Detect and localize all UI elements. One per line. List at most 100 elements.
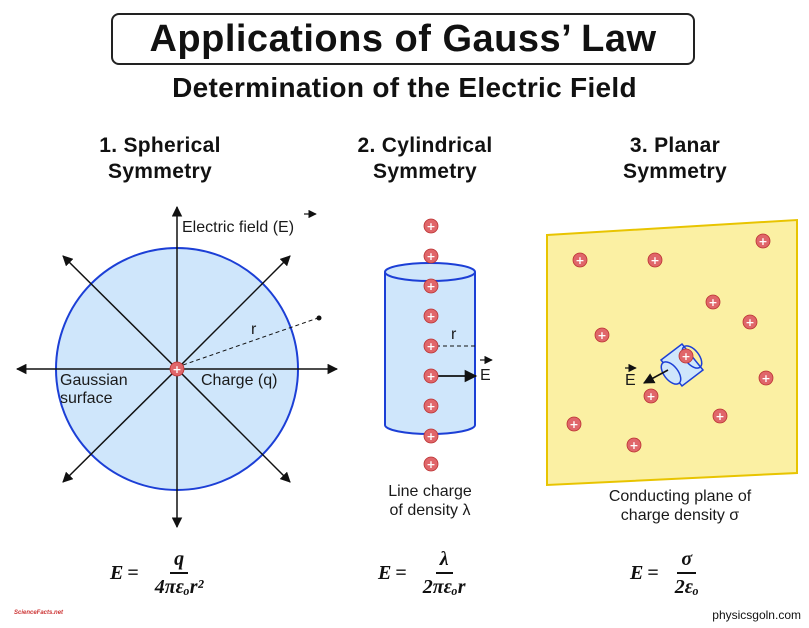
plane-charge-sign: + [708, 296, 717, 309]
plane-charge [758, 370, 774, 386]
line-charge [423, 456, 439, 472]
plane-charge-sign: + [597, 329, 606, 342]
radial-field-lines [15, 205, 339, 529]
vector-bars [304, 209, 637, 373]
sphere-field-close: ) [288, 219, 295, 236]
plane-caption: Conducting plane of charge density σ [580, 487, 780, 525]
plane-charge [594, 327, 610, 343]
plane-charge [626, 437, 642, 453]
spherical-formula-numerator: q [170, 548, 189, 574]
line-charge [423, 248, 439, 264]
line-charge-sign: + [426, 400, 435, 413]
page-subtitle: Determination of the Electric Field [172, 72, 637, 103]
plane-caption-line1: Conducting plane of [608, 488, 752, 505]
plane-charge-sign: + [629, 439, 638, 452]
planar-formula: E = σ 2εₒ [630, 548, 703, 598]
line-charge [423, 308, 439, 324]
sphere-field-text: Electric field ( [182, 219, 279, 236]
cylindrical-formula: E = λ 2πεₒr [378, 548, 470, 598]
spherical-heading: 1. Spherical Symmetry [70, 133, 250, 185]
plane-charge-sign: + [681, 350, 690, 363]
spherical-formula-fraction: q 4πεₒr² [151, 548, 208, 598]
plane-charge-sign: + [758, 235, 767, 248]
gaussian-surface-label: Gaussian surface [60, 372, 128, 408]
line-charge-sign: + [426, 340, 435, 353]
plane-charge [755, 233, 771, 249]
spherical-heading-line1: 1. Spherical [99, 134, 221, 157]
field-line-sw [62, 368, 178, 483]
sphere-charge-sign: + [172, 363, 181, 376]
line-charge [423, 398, 439, 414]
planar-formula-denominator: 2εₒ [674, 576, 699, 598]
planar-heading: 3. Planar Symmetry [590, 133, 760, 185]
sphere-radius-line [182, 317, 319, 366]
line-charge-sign: + [426, 280, 435, 293]
sciencefacts-logo: ScienceFacts.net [14, 610, 64, 616]
cylindrical-formula-fraction: λ 2πεₒr [419, 548, 470, 598]
cylindrical-heading-line2: Symmetry [373, 160, 477, 183]
spherical-formula: E = q 4πεₒr² [110, 548, 208, 598]
plane-charge [678, 348, 694, 364]
plane-charge-sign: + [745, 316, 754, 329]
cylindrical-heading-line1: 2. Cylindrical [357, 134, 493, 157]
plane-charge [742, 314, 758, 330]
line-charge [423, 368, 439, 384]
plane-charge-sign: + [761, 372, 770, 385]
plane-charge [643, 388, 659, 404]
gaussian-surface-line2: surface [60, 390, 113, 407]
planar-formula-eq: = [647, 561, 659, 584]
title-box: Applications of Gauss’ Law [111, 13, 695, 65]
line-charge-caption-line1: Line charge [388, 483, 472, 500]
line-charge-sign: + [426, 250, 435, 263]
cylindrical-formula-lhs: E [378, 561, 392, 584]
cylinder-field-label: E [480, 367, 491, 384]
planar-formula-fraction: σ 2εₒ [671, 548, 703, 598]
plane-charge [566, 416, 582, 432]
plane-field-label: E [625, 372, 636, 389]
sphere-charge [169, 361, 185, 377]
sphere-radius-label: r [251, 321, 257, 338]
line-charge-sign: + [426, 370, 435, 383]
plane-charge-sign: + [575, 254, 584, 267]
plane-charge-sign: + [650, 254, 659, 267]
plane-charge-sign: + [646, 390, 655, 403]
plane-charge-sign: + [569, 418, 578, 431]
sphere-radius-endpoint [316, 315, 322, 321]
field-line-ne [176, 255, 291, 370]
sphere-field-symbol: E [278, 219, 289, 236]
sphere-field-label: Electric field (E) [182, 219, 294, 237]
line-charge-sign: + [426, 310, 435, 323]
spherical-formula-denominator: 4πεₒr² [154, 576, 204, 598]
gaussian-surface-line1: Gaussian [60, 372, 128, 389]
field-line-nw [62, 255, 178, 370]
plane-charge-sign: + [715, 410, 724, 423]
cylindrical-formula-eq: = [395, 561, 407, 584]
field-line-se [176, 368, 291, 483]
source-credit: physicsgoln.com [712, 608, 801, 622]
plane-caption-line2: charge density σ [620, 507, 740, 524]
cylinder-radius-label: r [451, 326, 457, 343]
charges-group: + + + + + + + + + + + + + + + + + + + + + + [169, 218, 774, 472]
line-charge-sign: + [426, 430, 435, 443]
cylindrical-formula-numerator: λ [435, 548, 453, 574]
planar-formula-lhs: E [630, 561, 644, 584]
line-charge [423, 338, 439, 354]
line-charge [423, 278, 439, 294]
planar-heading-line2: Symmetry [623, 160, 727, 183]
line-charge [423, 218, 439, 234]
page-title: Applications of Gauss’ Law [149, 17, 657, 60]
charge-q-label: Charge (q) [201, 372, 278, 389]
plane-field-arrow [643, 369, 669, 384]
plane-charge [572, 252, 588, 268]
spherical-formula-eq: = [127, 561, 139, 584]
plane-charge [705, 294, 721, 310]
line-charge [423, 428, 439, 444]
line-charge-sign: + [426, 458, 435, 471]
cylindrical-heading: 2. Cylindrical Symmetry [330, 133, 520, 185]
line-charge-sign: + [426, 220, 435, 233]
plane-charge [712, 408, 728, 424]
spherical-heading-line2: Symmetry [108, 160, 212, 183]
line-charge-caption: Line charge of density λ [350, 482, 510, 520]
planar-heading-line1: 3. Planar [629, 134, 721, 157]
